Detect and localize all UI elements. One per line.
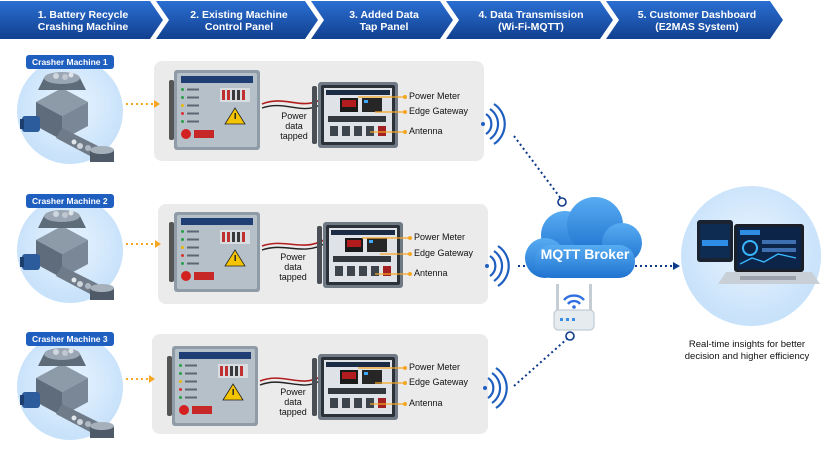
mqtt-cloud-icon xyxy=(525,197,642,278)
step-2-label: 2. Existing Machine Control Panel xyxy=(164,6,314,36)
edge-gateway-label: Edge Gateway xyxy=(409,377,469,387)
step-2-chevron xyxy=(156,1,318,39)
wifi-router-icon xyxy=(553,284,595,331)
step-1-label: 1. Battery Recycle Crashing Machine xyxy=(8,6,158,36)
edge-gateway-label: Edge Gateway xyxy=(414,248,474,258)
control-panel-2 xyxy=(168,211,261,293)
step-5-label: 5. Customer Dashboard (E2MAS System) xyxy=(614,6,780,36)
step-1-title: 1. Battery Recycle xyxy=(37,9,129,21)
tap-panel-1 xyxy=(312,82,398,148)
power-data-tapped-3: Power data tapped xyxy=(279,387,307,417)
step-5-subtitle: (E2MAS System) xyxy=(655,21,739,33)
wifi-signal-icon xyxy=(479,102,506,146)
wifi-signal-icon xyxy=(483,244,510,288)
step-2-subtitle: Control Panel xyxy=(204,21,274,33)
tap-panel-2 xyxy=(317,222,403,288)
step-3-label: 3. Added Data Tap Panel xyxy=(318,6,450,36)
step-4-subtitle: (Wi-Fi-MQTT) xyxy=(498,21,564,33)
step-1-chevron xyxy=(0,1,163,39)
step-4-chevron xyxy=(446,1,613,39)
laptop-icon xyxy=(697,220,820,284)
step-5-chevron xyxy=(606,1,783,39)
crasher-machine-1-tag: Crasher Machine 1 xyxy=(26,55,114,69)
step-1-subtitle: Crashing Machine xyxy=(37,21,129,33)
tap-panel-3 xyxy=(312,354,398,420)
insight-caption: Real-time insights for better decision a… xyxy=(684,339,810,362)
antenna-label: Antenna xyxy=(409,126,443,136)
power-meter-label: Power Meter xyxy=(409,91,461,101)
step-2-title: 2. Existing Machine xyxy=(190,9,288,21)
machine-to-panel-arrows xyxy=(126,103,157,380)
power-data-tapped-1: Power data tapped xyxy=(280,111,308,141)
control-panel-1 xyxy=(168,69,261,151)
step-3-chevron xyxy=(311,1,453,39)
antenna-label: Antenna xyxy=(409,398,443,408)
control-panel-3 xyxy=(166,345,259,427)
step-3-subtitle: Tap Panel xyxy=(359,21,409,33)
crasher-machine-2-tag: Crasher Machine 2 xyxy=(26,194,114,208)
antenna-label: Antenna xyxy=(414,268,448,278)
power-meter-label: Power Meter xyxy=(414,232,466,242)
power-meter-label: Power Meter xyxy=(409,362,461,372)
step-5-title: 5. Customer Dashboard xyxy=(637,9,757,21)
edge-gateway-label: Edge Gateway xyxy=(409,106,469,116)
step-3-title: 3. Added Data xyxy=(349,9,419,21)
step-4-title: 4. Data Transmission xyxy=(478,9,584,21)
power-data-tapped-2: Power data tapped xyxy=(279,252,307,282)
mqtt-broker-label: MQTT Broker xyxy=(540,246,630,262)
step-4-label: 4. Data Transmission (Wi-Fi-MQTT) xyxy=(455,6,607,36)
crasher-machine-3-tag: Crasher Machine 3 xyxy=(26,332,114,346)
